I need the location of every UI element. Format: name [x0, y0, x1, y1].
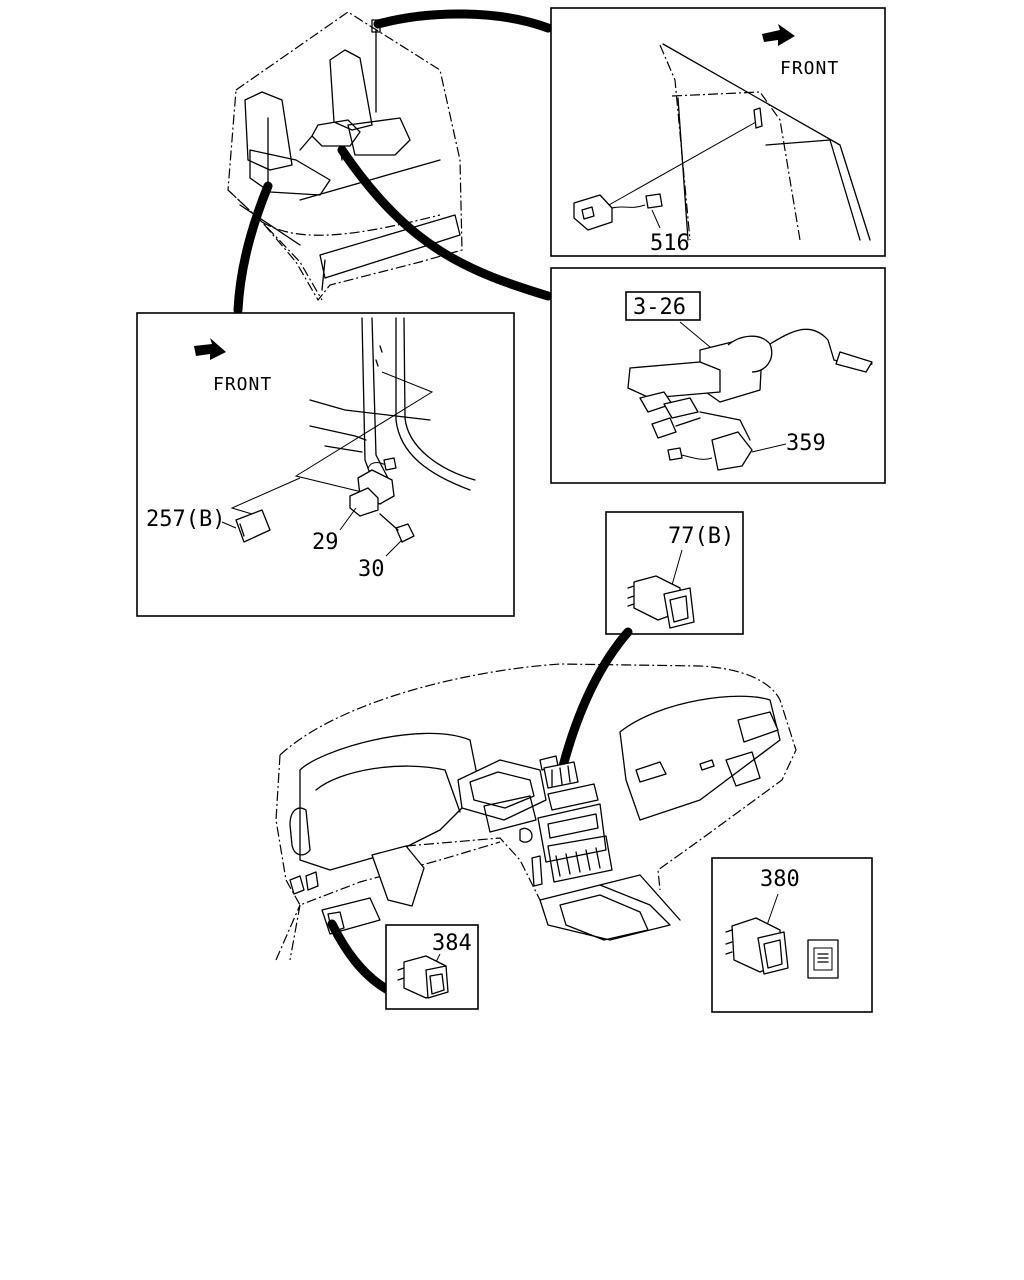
- part-label-257b: 257(B): [146, 507, 225, 532]
- front-label-left: FRONT: [213, 374, 272, 395]
- part-label-3-26: 3-26: [633, 295, 686, 320]
- leader-to-359: [337, 145, 553, 301]
- panel-257b: FRONT 257(B) 29 30: [136, 312, 515, 617]
- part-label-30: 30: [358, 557, 385, 582]
- panel-516: FRONT 516: [550, 7, 886, 257]
- switch-icon-inset: [807, 939, 839, 979]
- part-label-516: 516: [650, 231, 690, 256]
- dashboard: [275, 663, 797, 961]
- panel-384: 384: [385, 924, 479, 1010]
- leader-to-left-panel: [233, 181, 273, 315]
- panel-380: 380: [711, 857, 873, 1013]
- panel-359: 3-26 359: [550, 267, 886, 484]
- ref-box-3-26: [625, 291, 701, 321]
- front-arrow-icon: [762, 24, 795, 46]
- panel-77b: 77(B): [605, 511, 744, 635]
- leader-to-384: [327, 919, 393, 995]
- front-arrow-icon: [194, 338, 226, 360]
- front-label-top: FRONT: [780, 58, 839, 79]
- leader-to-77b: [557, 627, 633, 775]
- part-label-359: 359: [786, 431, 826, 456]
- part-label-29: 29: [312, 530, 339, 555]
- part-label-384: 384: [432, 931, 472, 956]
- part-label-380: 380: [760, 867, 800, 892]
- part-label-77b: 77(B): [668, 524, 734, 549]
- leader-to-516: [373, 9, 553, 33]
